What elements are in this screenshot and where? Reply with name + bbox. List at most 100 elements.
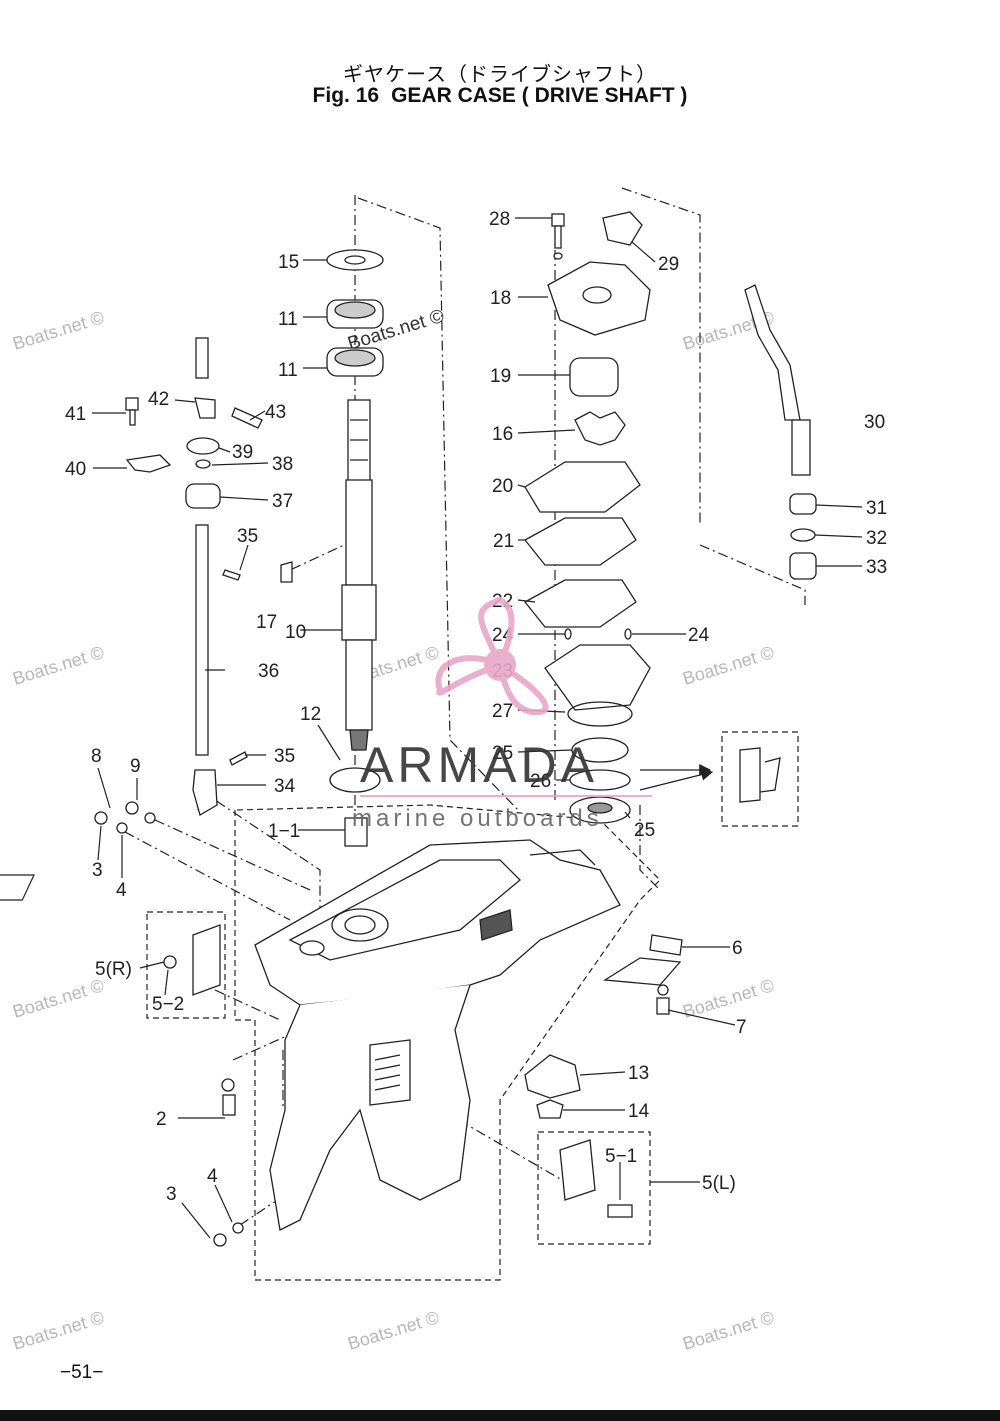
label-38: 38 [272,454,293,475]
label-3b: 3 [166,1184,177,1205]
washer-7 [657,984,669,996]
drive-shaft [341,399,377,751]
seal-32 [790,528,816,542]
label-17: 17 [256,612,277,633]
nut-3a [94,811,108,825]
shift-rod-36 [195,524,209,756]
washer-4a [116,822,128,834]
gear-case-housing [0,839,621,1231]
watermark-8: Boats.net © [10,1307,106,1354]
label-13: 13 [628,1063,649,1084]
lower-right-group [524,934,683,1218]
bolt-41-head [125,397,139,411]
bolt-2 [222,1094,236,1116]
dashed-boxes [146,731,799,1281]
label-27: 27 [492,701,513,722]
label-19: 19 [490,366,511,387]
logo-tagline: marine outboards [352,805,603,832]
pin-35b [229,751,248,766]
bracket-42 [194,397,216,419]
pin-43 [231,407,263,429]
label-4b: 4 [207,1166,218,1187]
box-5r [146,911,226,1019]
pin-24a [564,628,572,640]
label-42: 42 [148,389,169,410]
label-36: 36 [258,661,279,682]
label-37: 37 [272,491,293,512]
nut-3b [213,1233,227,1247]
label-32: 32 [866,528,887,549]
label-33: 33 [866,557,887,578]
oring-38 [195,459,211,469]
key-17 [280,561,293,583]
liner-19 [569,357,619,397]
label-14: 14 [628,1101,650,1122]
label-41: 41 [65,404,86,425]
label-8: 8 [91,746,102,767]
grommet-29 [602,211,643,246]
box-5l [537,1131,651,1245]
label-40: 40 [65,459,86,480]
label-20: 20 [492,476,513,497]
page-number: −51− [60,1362,104,1383]
gasket-20 [524,461,641,513]
watermark-1: Boats.net © [10,307,106,354]
anode-5l [559,1139,596,1201]
label-4a: 4 [116,880,127,901]
label-29: 29 [658,254,679,275]
bolt-7 [656,997,670,1015]
part-labels: 15 11 11 41 42 43 39 38 40 37 35 17 10 3… [65,209,887,1205]
water-tube-group [744,284,817,580]
logo-name: ARMADA [360,737,598,793]
pinion-13 [524,1054,581,1099]
propeller-icon [435,596,549,716]
grommet-31 [789,493,817,515]
label-10: 10 [285,622,306,643]
bolt-28 [551,213,565,227]
shift-rod-group [94,337,381,1247]
gasket-22 [524,579,637,628]
spring-12 [329,767,381,793]
bearings-group [326,249,384,377]
rod-top [195,337,209,379]
washer-9 [144,812,156,824]
nut-14 [536,1099,564,1119]
label-26: 26 [530,771,551,792]
label-3a: 3 [92,860,103,881]
impeller-16 [574,411,626,446]
label-7: 7 [736,1017,747,1038]
label-25a: 25 [492,743,513,764]
label-12: 12 [300,704,321,725]
label-5l: 5(L) [702,1173,736,1194]
watermark-3: Boats.net © [10,642,106,689]
label-21: 21 [493,531,514,552]
label-28: 28 [489,209,510,230]
label-5r: 5(R) [95,959,132,980]
trim-tab [603,957,682,986]
plate-6 [649,934,683,956]
washer-4b [232,1222,244,1234]
label-2: 2 [156,1109,167,1130]
figure-title: GEAR CASE ( DRIVE SHAFT ) [391,84,688,107]
leader-lines [92,217,863,1239]
water-pump-group [524,211,781,824]
label-43: 43 [265,402,286,423]
label-35b: 35 [274,746,295,767]
watermark-4: Boats.net © [680,642,776,689]
detail-seal [739,747,761,803]
label-6: 6 [732,938,743,959]
boot-37 [185,483,221,509]
plate-21 [524,517,637,566]
label-5-2: 5−2 [152,994,184,1015]
connector-34 [192,769,218,816]
bushing-1-1 [344,817,368,847]
label-9: 9 [130,756,141,777]
nut-8 [125,801,139,815]
label-11a: 11 [278,309,298,330]
bolt-5-1 [607,1204,633,1218]
label-24b: 24 [688,625,710,646]
label-30: 30 [864,412,885,433]
